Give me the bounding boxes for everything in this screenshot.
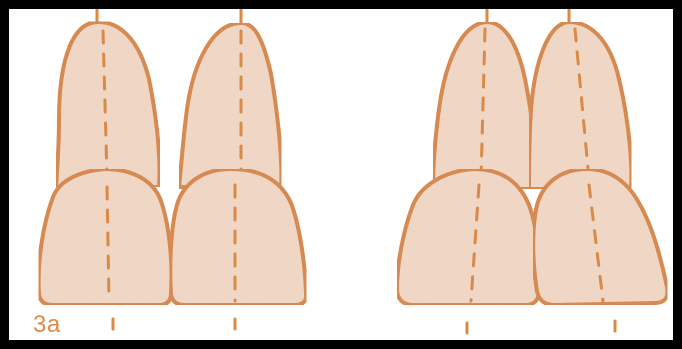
- left-pair-back-tooth-a: [56, 9, 160, 187]
- left-pair: [39, 9, 307, 329]
- right-pair-back-tooth-a: [433, 9, 537, 189]
- right-pair: [397, 9, 668, 333]
- right-pair-front-tooth-b: [533, 169, 667, 305]
- teeth-diagram: [9, 9, 673, 340]
- figure-panel: 3a: [9, 9, 673, 340]
- left-pair-front-tooth-a: [39, 169, 172, 305]
- figure-label: 3a: [33, 313, 61, 337]
- left-pair-front-tooth-b: [170, 169, 306, 305]
- right-pair-back-tooth-b: [529, 9, 631, 189]
- right-pair-front-tooth-a: [397, 169, 540, 305]
- left-pair-back-tooth-b: [179, 9, 281, 189]
